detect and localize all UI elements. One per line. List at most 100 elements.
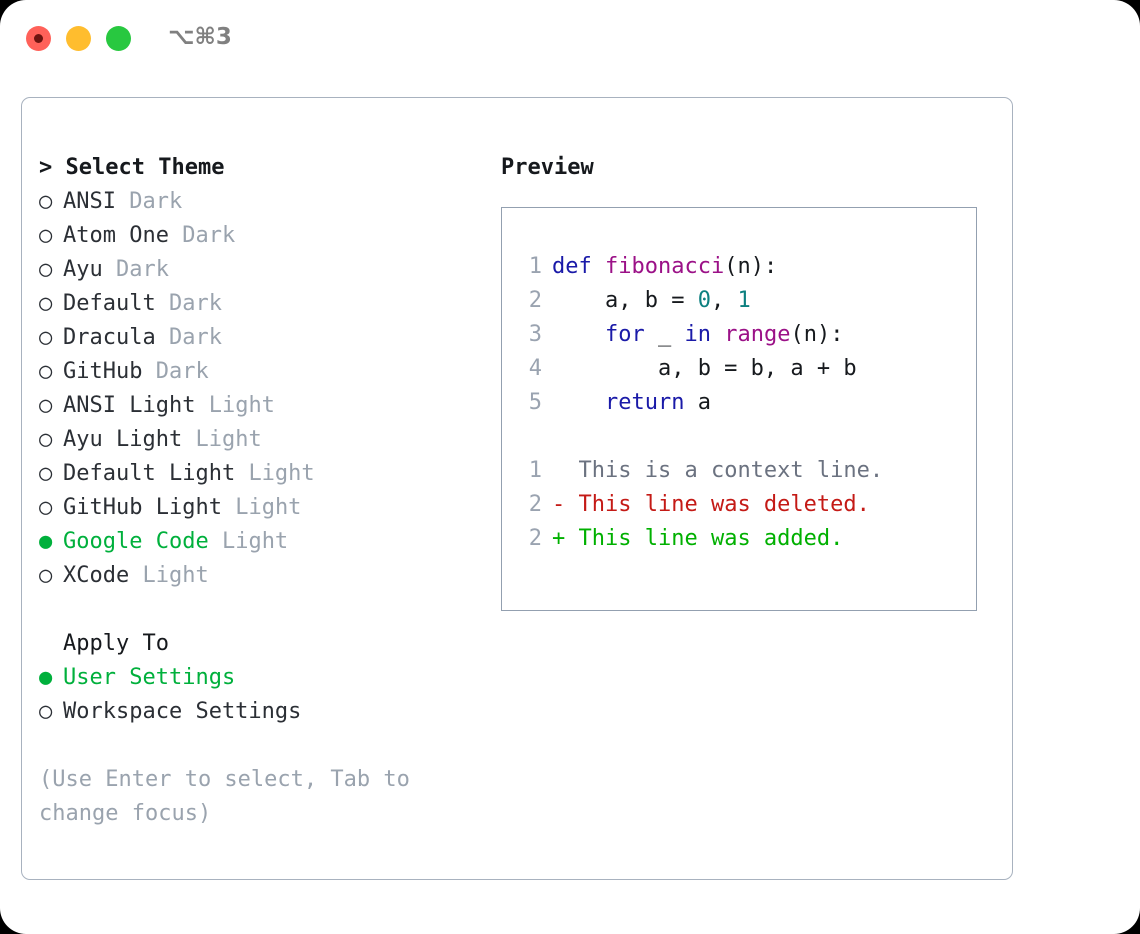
theme-variant: Dark [155,359,209,384]
minimize-dot[interactable] [66,26,91,51]
theme-variant: Dark [168,291,222,316]
line-number: 4 [528,356,542,381]
code-token [711,322,724,347]
diff-marker [552,458,579,483]
close-dot[interactable] [26,26,51,51]
radio-unselected-icon: ○ [39,359,53,384]
theme-variant: Light [221,529,289,554]
code-token: range [724,322,791,347]
code-token: def [552,254,605,279]
spacer [156,325,169,350]
apply-to-option[interactable]: ○ Workspace Settings [39,695,489,729]
theme-list-item[interactable]: ○XCode Light [39,559,489,593]
keyboard-shortcut-label: ⌥⌘3 [168,24,232,50]
title-bar: ⌥⌘3 [0,0,1140,78]
theme-list-item[interactable]: ○Default Dark [39,287,489,321]
theme-list: ○ANSI Dark○Atom One Dark○Ayu Dark○Defaul… [39,185,489,593]
code-token [552,390,605,415]
theme-list-item[interactable]: ● Google Code Light [39,525,489,559]
radio-unselected-icon: ○ [39,699,53,724]
line-number: 3 [528,322,542,347]
theme-name: Default [63,291,156,316]
diff-text: This line was deleted. [578,492,870,517]
code-token [552,322,605,347]
theme-variant: Dark [168,325,222,350]
theme-name: ANSI Light [63,393,196,418]
line-number: 1 [528,458,542,483]
theme-list-item[interactable]: ○ Ayu Dark [39,253,489,287]
keyboard-hint: (Use Enter to select, Tab to change focu… [39,767,424,826]
theme-list-item[interactable]: ○Atom One Dark [39,219,489,253]
apply-to-heading: Apply To [63,631,169,656]
line-number: 5 [528,390,542,415]
diff-text: This line was added. [578,526,844,551]
code-token: a [684,390,711,415]
radio-selected-icon: ● [39,529,53,554]
theme-list-item[interactable]: ○ Dracula Dark [39,321,489,355]
code-token: in [684,322,711,347]
diff-text: This is a context line. [578,458,884,483]
spacer [195,393,208,418]
spacer [116,189,129,214]
code-token: return [604,390,685,415]
line-number: 2 [528,288,542,313]
theme-list-item[interactable]: ○ANSI Light Light [39,389,489,423]
theme-variant: Light [235,495,302,520]
radio-unselected-icon: ○ [39,257,53,282]
apply-to-label: Workspace Settings [63,699,302,724]
theme-name: Ayu Light [63,427,183,452]
code-line: 2 a, b = 0, 1 [516,284,883,318]
theme-name: GitHub Light [63,495,222,520]
code-token: , [710,288,738,313]
theme-list-item[interactable]: ○ GitHub Light Light [39,491,489,525]
line-number: 1 [528,254,542,279]
code-token: a, b = b, a + b [552,356,857,381]
code-token: 0 [697,288,711,313]
code-token: a, b = [552,288,698,313]
preview-heading: Preview [501,155,594,180]
code-token: for [604,322,645,347]
maximize-dot[interactable] [106,26,131,51]
prompt-caret: > [39,155,66,180]
theme-list-item[interactable]: ○GitHub Dark [39,355,489,389]
theme-name: Ayu [63,257,103,282]
radio-unselected-icon: ○ [39,393,53,418]
theme-name: ANSI [63,189,116,214]
diff-line: 2 + This line was added. [516,522,883,556]
spacer [235,461,248,486]
spacer [209,529,222,554]
theme-name: Google Code [63,529,209,554]
apply-to-list: ●User Settings ○ Workspace Settings [39,661,489,729]
code-token: fibonacci [604,254,725,279]
theme-variant: Dark [116,257,169,282]
spacer [169,223,182,248]
radio-unselected-icon: ○ [39,461,53,486]
radio-unselected-icon: ○ [39,563,53,588]
radio-selected-icon: ● [39,665,53,690]
diff-marker: + [552,526,579,551]
main-panel: > Select Theme ○ANSI Dark○Atom One Dark○… [21,97,1013,880]
line-number: 2 [528,526,542,551]
line-number: 2 [528,492,542,517]
code-token: _ [644,322,685,347]
spacer [156,291,169,316]
radio-unselected-icon: ○ [39,495,53,520]
radio-unselected-icon: ○ [39,189,53,214]
theme-list-item[interactable]: ○Default Light Light [39,457,489,491]
theme-list-item[interactable]: ○ ANSI Dark [39,185,489,219]
theme-picker-column: > Select Theme ○ANSI Dark○Atom One Dark○… [39,151,489,831]
diff-marker: - [552,492,579,517]
theme-list-item[interactable]: ○Ayu Light Light [39,423,489,457]
theme-picker-title: Select Theme [65,155,225,180]
radio-unselected-icon: ○ [39,325,53,350]
spacer [103,257,116,282]
theme-variant: Dark [129,189,183,214]
apply-to-option[interactable]: ●User Settings [39,661,489,695]
theme-name: Dracula [63,325,156,350]
theme-variant: Light [248,461,315,486]
